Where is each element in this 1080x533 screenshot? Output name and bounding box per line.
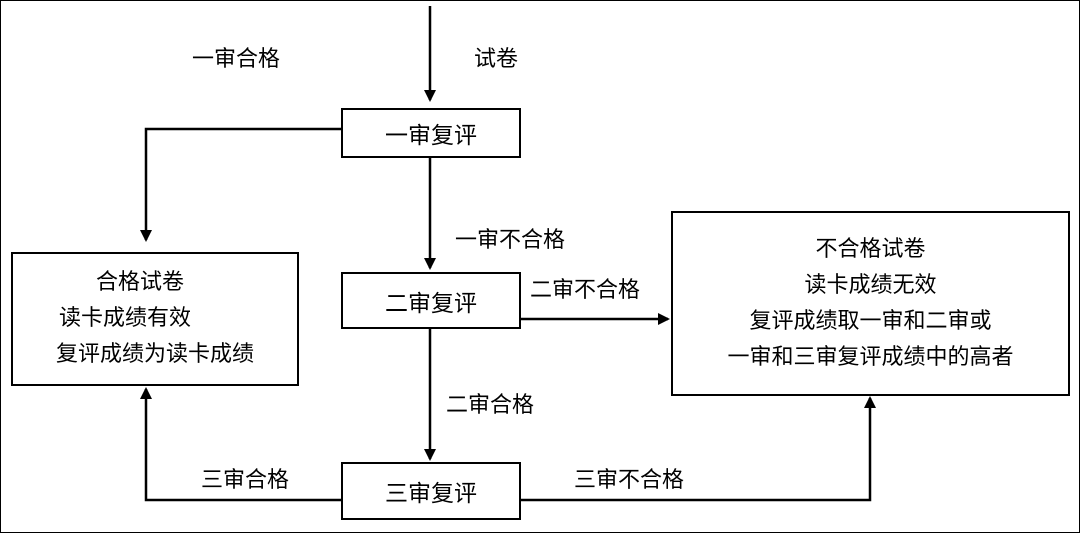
third-review-box: 三审复评 [341, 462, 521, 520]
edge-label-input: 试卷 [474, 47, 519, 72]
edge-label-first-fail: 一审不合格 [455, 228, 566, 253]
fail-line-2: 读卡成绩无效 [804, 272, 937, 298]
edge-label-third-pass: 三审合格 [201, 468, 290, 493]
fail-line-3: 复评成绩取一审和二审或 [749, 308, 992, 334]
first-review-box: 一审复评 [341, 108, 521, 158]
edge-label-second-pass: 二审合格 [446, 393, 535, 418]
third-pass-connector [140, 387, 342, 502]
fail-line-1: 不合格试卷 [815, 236, 926, 262]
pass-line-3: 复评成绩为读卡成绩 [55, 342, 254, 367]
third-review-label: 三审复评 [385, 481, 477, 507]
fail-outcome-box: 不合格试卷 读卡成绩无效 复评成绩取一审和二审或 一审和三审复评成绩中的高者 [671, 211, 1070, 396]
second-review-box: 二审复评 [341, 272, 521, 329]
pass-outcome-box: 合格试卷 读卡成绩有效 复评成绩为读卡成绩 [11, 252, 299, 386]
pass-line-2: 读卡成绩有效 [58, 306, 191, 331]
edge-label-third-fail: 三审不合格 [574, 468, 685, 493]
fail-line-4: 一审和三审复评成绩中的高者 [727, 344, 1014, 370]
edge-label-first-pass: 一审合格 [192, 47, 281, 72]
first-pass-connector [140, 127, 342, 242]
second-review-label: 二审复评 [385, 290, 477, 317]
edge-label-second-fail: 二审不合格 [530, 278, 641, 303]
third-fail-connector [518, 396, 876, 502]
first-review-label: 一审复评 [385, 123, 477, 149]
pass-line-1: 合格试卷 [95, 270, 184, 295]
